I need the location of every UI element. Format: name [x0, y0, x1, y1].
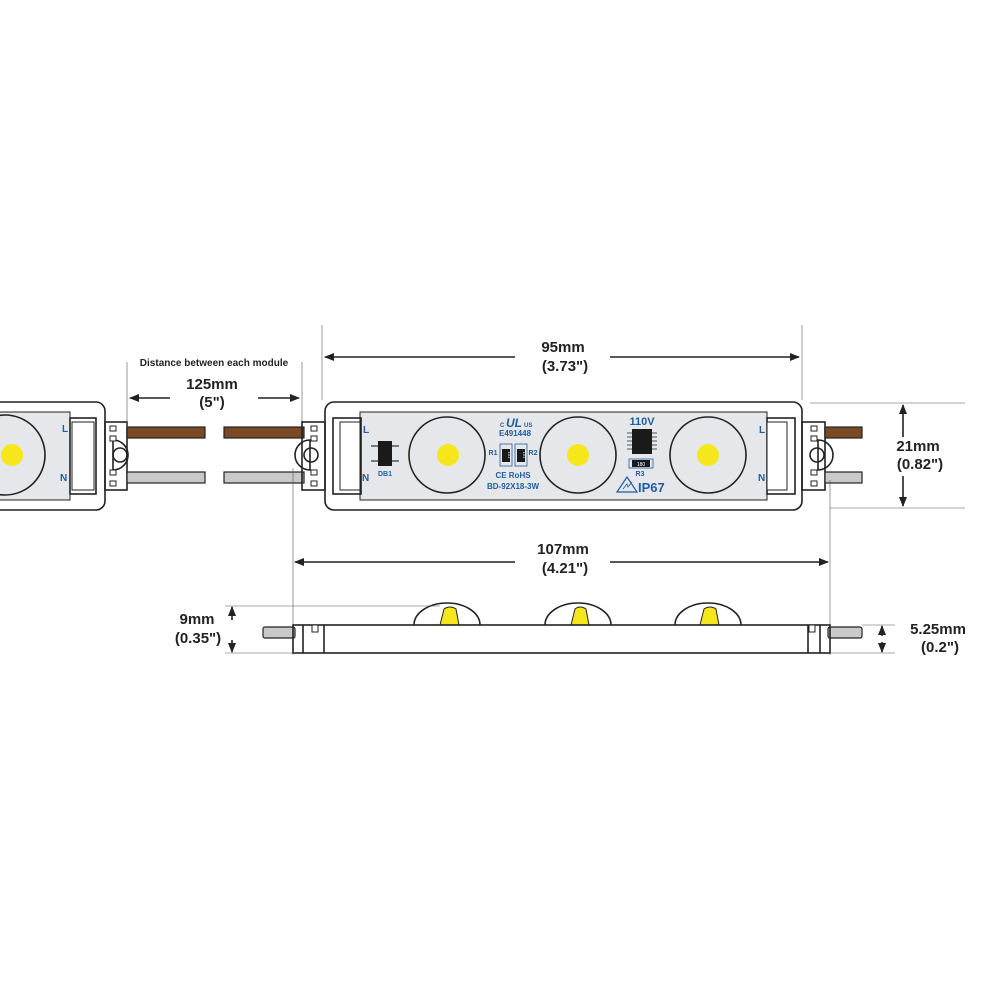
previous-module: L N — [0, 401, 106, 511]
overall-length-imperial: (4.21") — [542, 560, 588, 577]
spacing-caption: Distance between each module — [140, 358, 289, 369]
side-wire — [262, 626, 296, 639]
overall-length-metric: 107mm — [537, 541, 589, 558]
compliance-label: CE RoHS — [495, 471, 531, 480]
height-metric: 9mm — [179, 611, 214, 628]
width-imperial: (0.82") — [897, 456, 943, 473]
body-height-metric: 5.25mm — [910, 621, 966, 638]
width-dimension: 21mm (0.82") — [810, 402, 965, 509]
ul-logo: UL — [506, 416, 522, 430]
r1-label: R1 — [489, 450, 498, 457]
live-wire — [824, 426, 863, 439]
side-housing — [292, 624, 831, 654]
board-length-imperial: (3.73") — [542, 358, 588, 375]
lens-dome — [413, 602, 481, 626]
led-3 — [669, 416, 747, 494]
spacing-dimension: Distance between each module 125mm (5") — [126, 358, 303, 428]
lens-dome — [544, 602, 612, 626]
lens-dome — [674, 602, 742, 626]
ul-certification-mark: C UL US E491448 — [499, 416, 532, 438]
neutral-wire — [223, 471, 305, 484]
overall-length-dimension: 107mm (4.21") — [292, 468, 831, 655]
wire-clip — [104, 421, 129, 491]
terminal-n-label: N — [60, 473, 67, 484]
spacing-metric: 125mm — [186, 376, 238, 393]
neutral-wire — [126, 471, 206, 484]
warning-triangle-icon — [615, 475, 639, 493]
ul-us-label: US — [524, 423, 532, 429]
board-length-dimension: 95mm (3.73") — [321, 325, 803, 400]
r3-label: R3 — [636, 471, 645, 478]
side-view — [262, 602, 863, 654]
voltage-label: 110V — [629, 416, 655, 428]
body-height-dimension: 5.25mm (0.2") — [830, 621, 966, 656]
body-height-imperial: (0.2") — [921, 639, 959, 656]
neutral-wire — [824, 471, 863, 484]
terminal-l-label: L — [759, 425, 765, 436]
r1-value-label: 101 — [507, 452, 512, 459]
led-chip — [1, 444, 23, 466]
r2-value-label: 101 — [522, 452, 527, 459]
main-module: L N L N DB1 C UL US E491448 — [294, 401, 863, 511]
led-lens — [0, 414, 46, 496]
side-wire — [827, 626, 863, 639]
width-metric: 21mm — [896, 438, 939, 455]
terminal-l-label: L — [62, 424, 68, 435]
cert-number: E491448 — [499, 429, 532, 438]
resistors-r1-r2: R1 101 101 R2 — [489, 443, 538, 467]
module-housing — [324, 401, 803, 511]
ul-c-label: C — [500, 423, 505, 429]
led-2 — [539, 416, 617, 494]
bridge-rectifier: DB1 — [371, 441, 399, 478]
ip-rating-label: IP67 — [638, 480, 665, 495]
driver-ic: 110V 180 R3 — [627, 416, 657, 478]
live-wire — [223, 426, 305, 439]
diode-label: DB1 — [378, 471, 392, 478]
model-number: BD-92X18-3W — [487, 482, 539, 491]
r2-label: R2 — [529, 450, 538, 457]
interconnect-wires — [126, 426, 305, 484]
r3-value-label: 180 — [637, 462, 646, 468]
led-1 — [408, 416, 486, 494]
terminal-n-label: N — [758, 473, 765, 484]
live-wire — [126, 426, 206, 439]
terminal-l-label: L — [363, 425, 369, 436]
spacing-imperial: (5") — [199, 394, 224, 411]
board-length-metric: 95mm — [541, 339, 584, 356]
height-imperial: (0.35") — [175, 630, 221, 647]
terminal-n-label: N — [362, 473, 369, 484]
ip-rating: IP67 — [615, 475, 665, 495]
height-dimension: 9mm (0.35") — [175, 605, 440, 654]
